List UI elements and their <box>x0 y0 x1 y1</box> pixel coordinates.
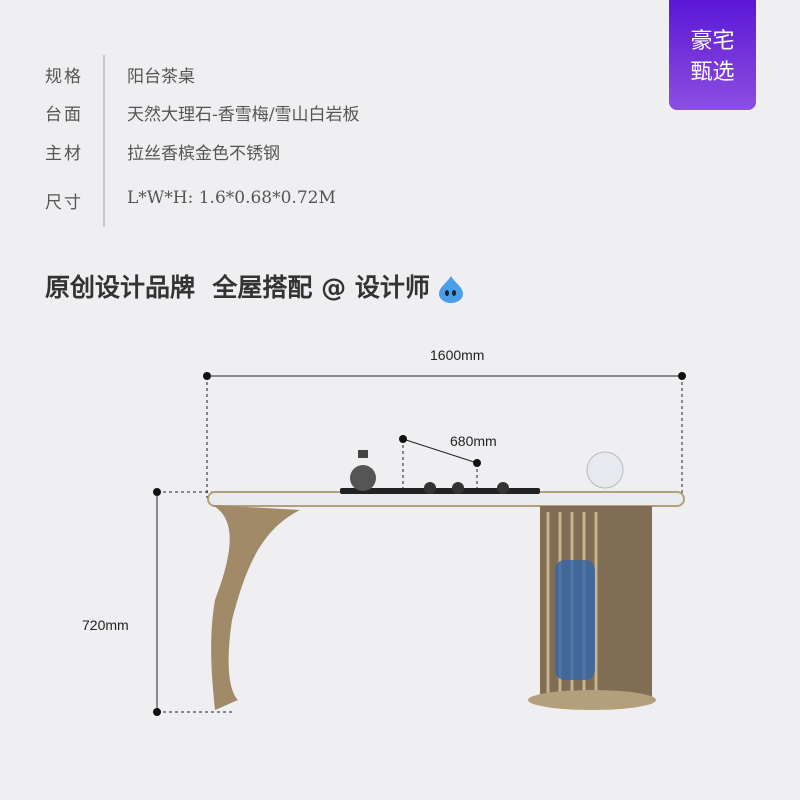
spec-label: 主材 <box>45 144 83 164</box>
badge-line-1: 豪宅 <box>690 29 735 54</box>
spec-value: 拉丝香槟金色不锈钢 <box>127 144 280 164</box>
spec-value: 阳台茶桌 <box>127 67 195 87</box>
spec-divider <box>103 55 105 227</box>
spec-label: 台面 <box>45 105 83 125</box>
brand-badge: 豪宅 甄选 <box>669 0 756 110</box>
spec-value: 天然大理石-香雪梅/雪山白岩板 <box>127 105 360 125</box>
water-drop-mascot-icon <box>438 276 463 303</box>
height-dimension-label: 720mm <box>82 617 129 633</box>
length-dimension-label: 1600mm <box>430 347 484 363</box>
marble-tabletop <box>207 491 685 507</box>
slogan: 原创设计品牌 全屋搭配 @ 设计师 <box>45 268 466 304</box>
spec-label: 规格 <box>45 67 83 87</box>
width-dimension-label: 680mm <box>450 433 497 449</box>
badge-line-2: 甄选 <box>690 60 735 85</box>
spec-value: L*W*H: 1.6*0.68*0.72M <box>127 188 336 208</box>
curved-leg <box>211 505 300 710</box>
spec-label: 尺寸 <box>45 193 83 213</box>
slogan-text: 原创设计品牌 全屋搭配 @ 设计师 <box>45 273 430 302</box>
